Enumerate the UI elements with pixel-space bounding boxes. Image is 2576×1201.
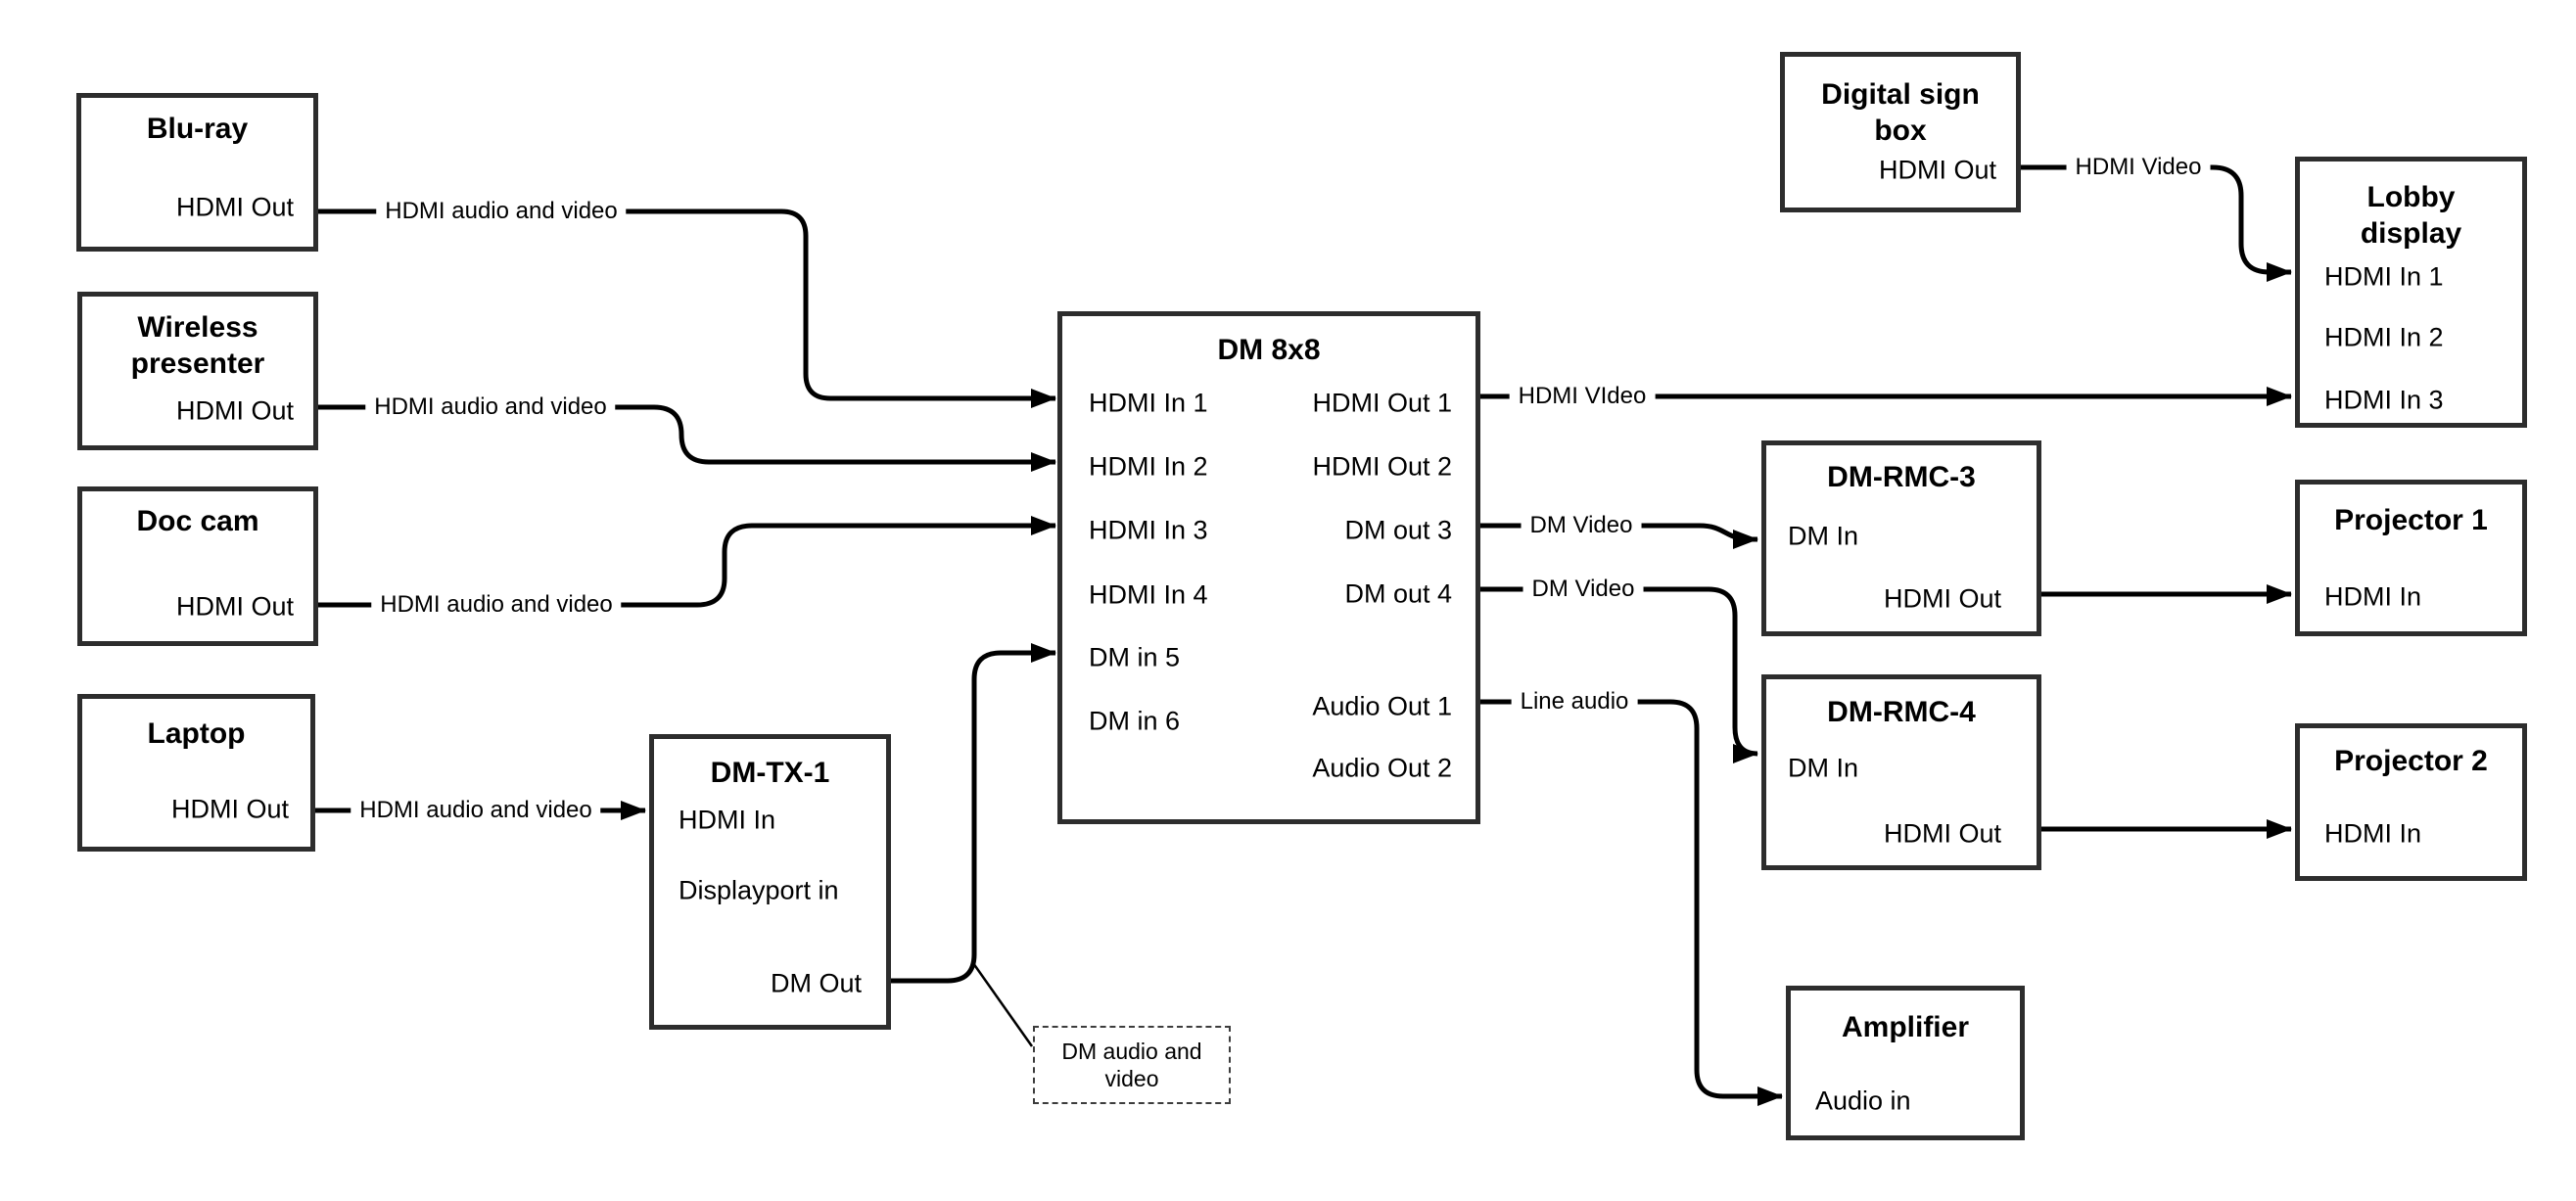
node-digital-sign-title-line2: box <box>1874 115 1927 147</box>
node-projector-1-title-line: Projector 1 <box>2334 504 2488 536</box>
port-wireless-hdmi-out: HDMI Out <box>175 395 294 426</box>
edge-label-bluray-hdmi: HDMI audio and video <box>376 199 627 224</box>
port-digisign-hdmi-out: HDMI Out <box>1878 155 1996 185</box>
edge-dm8x8-audio1-to-amp <box>1480 699 1783 1106</box>
node-wireless-presenter-title: Wireless presenter <box>82 309 313 382</box>
port-lobby-hdmi-in-1: HDMI In 1 <box>2324 261 2444 292</box>
node-blu-ray: Blu-ray HDMI Out <box>76 93 318 252</box>
edge-label-laptop-hdmi: HDMI audio and video <box>351 798 601 823</box>
node-digital-sign-title: Digital sign box <box>1785 76 2016 149</box>
node-wireless-presenter: Wireless presenter HDMI Out <box>77 292 318 450</box>
port-dm8x8-hdmi-in-3: HDMI In 3 <box>1089 515 1208 545</box>
port-dm8x8-dm-in-5: DM in 5 <box>1089 642 1181 672</box>
edge-dm8x8-out4-to-rmc4-dmin <box>1480 586 1758 763</box>
node-amplifier-title: Amplifier <box>1791 1009 2020 1045</box>
node-digital-sign-box: Digital sign box HDMI Out <box>1780 52 2021 212</box>
note-line2: video <box>1104 1066 1159 1091</box>
node-laptop-title: Laptop <box>82 716 310 752</box>
port-bluray-hdmi-out: HDMI Out <box>175 192 294 222</box>
port-proj1-hdmi-in: HDMI In <box>2324 581 2422 612</box>
node-projector-2-title: Projector 2 <box>2300 743 2522 779</box>
node-projector-1-title: Projector 1 <box>2300 502 2522 538</box>
edge-label-dm-video-out3: DM Video <box>1521 513 1642 538</box>
node-lobby-title-line1: Lobby <box>2366 181 2456 213</box>
edge-label-doccam-hdmi: HDMI audio and video <box>371 592 622 618</box>
node-projector-2-title-line: Projector 2 <box>2334 745 2488 777</box>
port-dmtx1-hdmi-in: HDMI In <box>679 805 776 835</box>
note-line1: DM audio and <box>1061 1039 1202 1064</box>
port-lobby-hdmi-in-3: HDMI In 3 <box>2324 385 2444 415</box>
edge-label-wireless-hdmi: HDMI audio and video <box>365 394 616 420</box>
note-leader-line <box>971 962 1034 1047</box>
edge-doccam-to-dm8x8-in3 <box>318 516 1056 608</box>
edge-label-hdmi-video-digisign: HDMI Video <box>2066 155 2211 180</box>
node-wireless-title-line1: Wireless <box>137 311 258 344</box>
node-digital-sign-title-line1: Digital sign <box>1821 78 1980 111</box>
port-dm8x8-audio-out-2: Audio Out 2 <box>1312 753 1452 783</box>
edge-bluray-to-dm8x8-in1 <box>318 208 1056 408</box>
node-dm-tx-1-title: DM-TX-1 <box>654 755 886 791</box>
port-dm8x8-hdmi-out-1: HDMI Out 1 <box>1312 388 1452 418</box>
node-doc-cam-title: Doc cam <box>82 503 313 539</box>
node-dm-8x8: DM 8x8 HDMI In 1 HDMI In 2 HDMI In 3 HDM… <box>1057 311 1480 824</box>
node-lobby-display: Lobby display HDMI In 1 HDMI In 2 HDMI I… <box>2295 157 2527 428</box>
edge-wireless-to-dm8x8-in2 <box>318 404 1056 472</box>
node-blu-ray-title-line: Blu-ray <box>146 113 249 145</box>
node-dm-rmc-4: DM-RMC-4 DM In HDMI Out <box>1761 674 2041 870</box>
node-dm-rmc-3-title-line: DM-RMC-3 <box>1827 461 1976 493</box>
port-rmc4-dm-in: DM In <box>1788 753 1859 783</box>
port-laptop-hdmi-out: HDMI Out <box>170 794 289 824</box>
port-dmtx1-displayport-in: Displayport in <box>679 875 839 905</box>
node-dm-8x8-title: DM 8x8 <box>1062 332 1475 368</box>
port-doccam-hdmi-out: HDMI Out <box>175 591 294 622</box>
node-doc-cam-title-line: Doc cam <box>136 505 259 537</box>
port-dm8x8-hdmi-in-4: HDMI In 4 <box>1089 579 1208 610</box>
port-dm8x8-audio-out-1: Audio Out 1 <box>1312 691 1452 721</box>
port-proj2-hdmi-in: HDMI In <box>2324 818 2422 849</box>
edge-label-dm-video-out4: DM Video <box>1522 577 1644 602</box>
port-dm8x8-dm-out-3: DM out 3 <box>1344 515 1452 545</box>
node-blu-ray-title: Blu-ray <box>81 111 313 147</box>
node-dm-rmc-4-title-line: DM-RMC-4 <box>1827 696 1976 728</box>
port-dm8x8-hdmi-in-2: HDMI In 2 <box>1089 451 1208 482</box>
node-dm-tx-1-title-line: DM-TX-1 <box>710 757 830 789</box>
node-doc-cam: Doc cam HDMI Out <box>77 486 318 646</box>
node-dm-rmc-3-title: DM-RMC-3 <box>1766 459 2037 495</box>
node-wireless-title-line2: presenter <box>130 347 265 380</box>
port-dm8x8-dm-in-6: DM in 6 <box>1089 706 1181 736</box>
node-amplifier-title-line: Amplifier <box>1841 1011 1970 1043</box>
node-lobby-display-title: Lobby display <box>2300 179 2522 252</box>
port-dm8x8-dm-out-4: DM out 4 <box>1344 578 1452 609</box>
port-rmc3-dm-in: DM In <box>1788 521 1859 551</box>
port-dm8x8-hdmi-in-1: HDMI In 1 <box>1089 388 1208 418</box>
edge-label-hdmi-video-out1: HDMI VIdeo <box>1509 384 1656 409</box>
port-rmc4-hdmi-out: HDMI Out <box>1883 818 2001 849</box>
node-laptop-title-line: Laptop <box>147 717 246 750</box>
port-lobby-hdmi-in-2: HDMI In 2 <box>2324 322 2444 352</box>
port-dmtx1-dm-out: DM Out <box>770 968 862 998</box>
node-projector-1: Projector 1 HDMI In <box>2295 480 2527 636</box>
edge-dm8x8-out3-to-rmc3-dmin <box>1480 523 1758 549</box>
node-dm-8x8-title-line: DM 8x8 <box>1217 334 1321 366</box>
node-dm-rmc-3: DM-RMC-3 DM In HDMI Out <box>1761 440 2041 636</box>
node-lobby-title-line2: display <box>2360 217 2462 250</box>
edge-digisign-to-lobby-in1 <box>2021 164 2292 282</box>
node-projector-2: Projector 2 HDMI In <box>2295 723 2527 881</box>
port-dm8x8-hdmi-out-2: HDMI Out 2 <box>1312 451 1452 482</box>
node-dm-tx-1: DM-TX-1 HDMI In Displayport in DM Out <box>649 734 891 1030</box>
port-amp-audio-in: Audio in <box>1815 1086 1911 1116</box>
edge-dmtx1-dmout-to-dm8x8-in5 <box>891 643 1056 984</box>
edge-label-line-audio: Line audio <box>1511 689 1638 715</box>
port-rmc3-hdmi-out: HDMI Out <box>1883 583 2001 614</box>
node-amplifier: Amplifier Audio in <box>1786 986 2025 1140</box>
node-laptop: Laptop HDMI Out <box>77 694 315 852</box>
note-dm-audio-and-video: DM audio and video <box>1033 1026 1231 1104</box>
node-dm-rmc-4-title: DM-RMC-4 <box>1766 694 2037 730</box>
